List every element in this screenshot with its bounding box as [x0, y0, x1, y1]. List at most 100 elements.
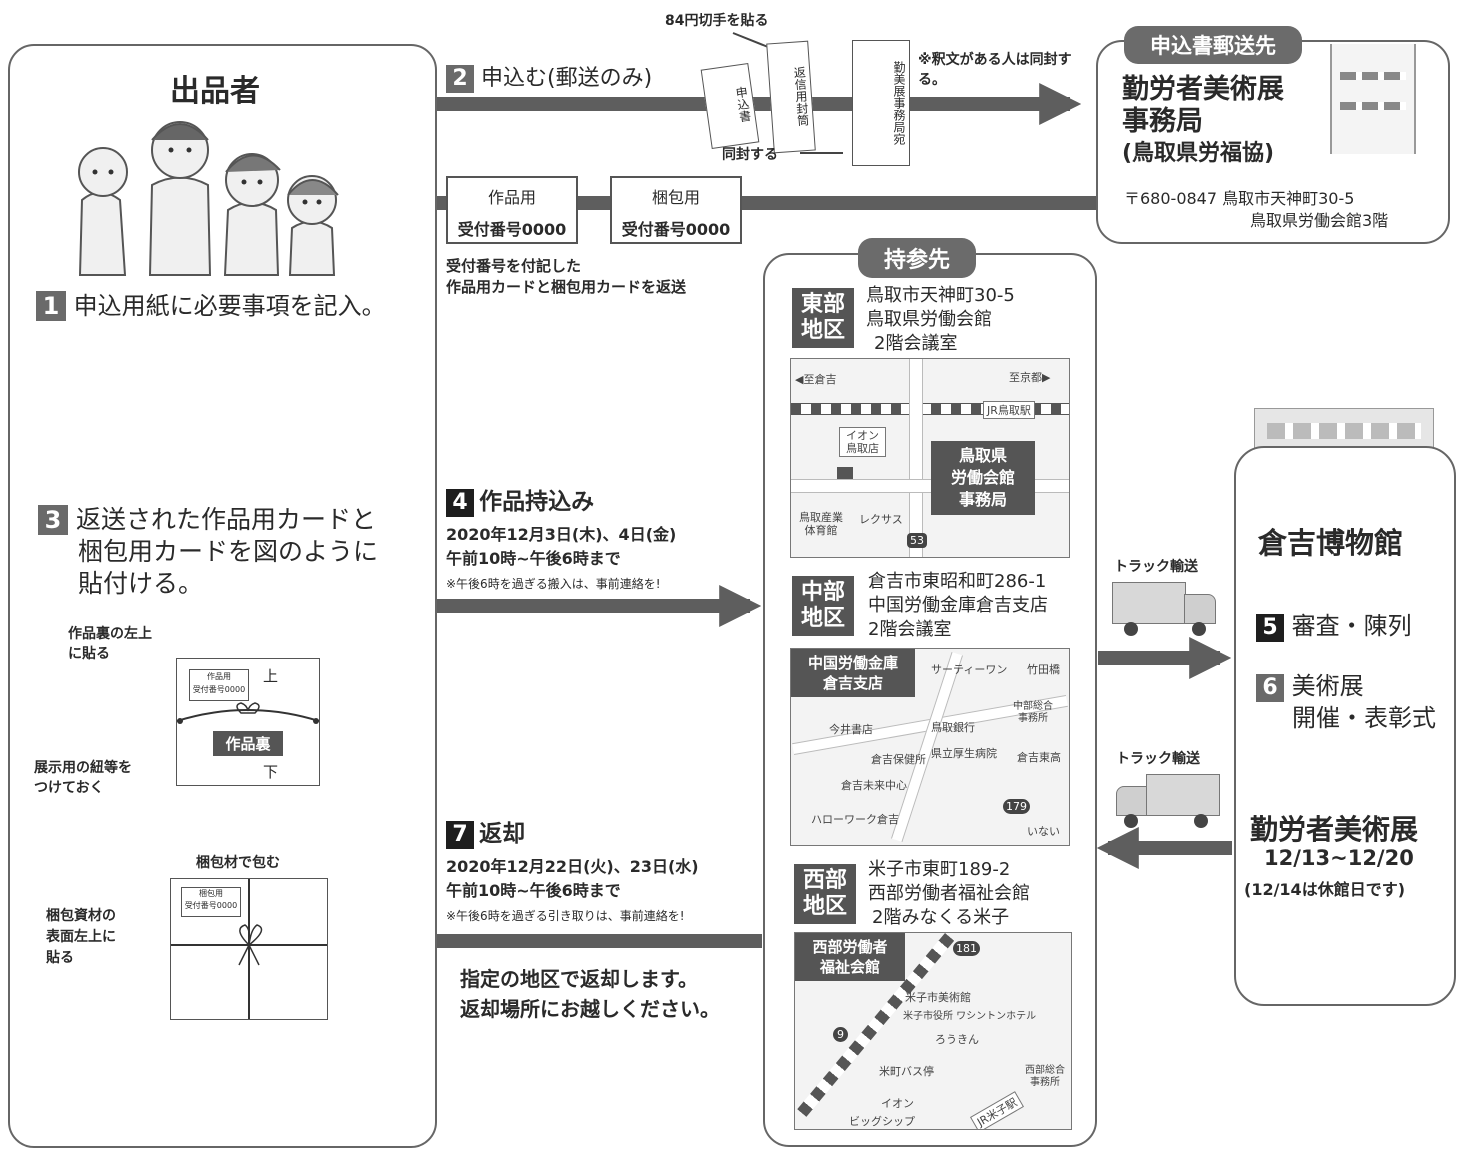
east-map-aeon: イオン鳥取店: [839, 427, 886, 457]
east-map-station: JR鳥取駅: [983, 401, 1035, 419]
step7-number: 7: [446, 821, 474, 849]
step6-text2: 開催・表彰式: [1292, 704, 1436, 732]
central-map-imai: 今井書店: [829, 723, 873, 736]
dropoff-tag: 持参先: [858, 238, 976, 278]
central-map-health: 倉吉保健所: [871, 753, 926, 766]
step7-note: ※午後6時を過ぎる引き取りは、事前連絡を!: [446, 909, 685, 923]
step7-instructions: 指定の地区で返却します。返却場所にお越しください。: [460, 967, 720, 1021]
central-map-31: サーティーワン: [931, 663, 1008, 676]
step4-note: ※午後6時を過ぎる搬入は、事前連絡を!: [446, 577, 661, 591]
west-map-route181: 181: [953, 941, 980, 956]
east-map-building: 鳥取県労働会館事務局: [931, 441, 1035, 515]
central-map-center: 倉吉未来中心: [841, 779, 907, 792]
truck-icon-2: [1116, 774, 1222, 834]
artwork-top-label: 上: [263, 667, 279, 685]
east-district-label: 東部地区: [792, 288, 854, 348]
artwork-return-card: 作品用 受付番号0000: [446, 176, 578, 244]
central-map-easths: 倉吉東高: [1017, 751, 1061, 764]
east-map-route53: 53: [907, 533, 927, 548]
truck-icon-1: [1112, 582, 1218, 640]
west-district-label: 西部地区: [794, 864, 856, 924]
west-map-bigship: ビッグシップ: [849, 1115, 915, 1128]
hanging-string: [177, 702, 319, 724]
step2: 2 申込む(郵送のみ): [446, 60, 652, 93]
stamp-pointer: [732, 32, 769, 48]
step3-line1: 返送された作品用カードと: [75, 505, 376, 534]
truck-label-2: トラック輸送: [1116, 751, 1200, 767]
west-map: 西部労働者福祉会館 181 米子市美術館 米子市役所 ワシントンホテル ろうきん…: [794, 932, 1072, 1130]
west-map-welfare: 西部総合事務所: [1025, 1065, 1065, 1088]
mail-destination-tag: 申込書郵送先: [1124, 26, 1302, 64]
central-map-hospital: 県立厚生病院: [931, 747, 997, 760]
office-building-icon: [1330, 44, 1416, 154]
east-map: ◀至倉吉 至京都▶ JR鳥取駅 イオン鳥取店 鳥取県労働会館事務局 鳥取産業体育…: [790, 358, 1070, 558]
west-map-bus: 米町バス停: [879, 1065, 934, 1078]
artwork-back-label: 作品裏: [213, 731, 283, 756]
central-map: 中国労働金庫倉吉支店 サーティーワン 竹田橋 中部総合事務所 今井書店 鳥取銀行…: [790, 648, 1070, 846]
step4-date: 2020年12月3日(木)、4日(金): [446, 525, 677, 544]
truck-label-1: トラック輸送: [1114, 559, 1198, 575]
west-map-route9: 9: [833, 1027, 848, 1042]
west-map-hall: 西部労働者福祉会館: [795, 933, 905, 981]
step4-time: 午前10時~午後6時まで: [446, 549, 621, 568]
step1-text: 申込用紙に必要事項を記入。: [73, 292, 386, 320]
central-map-bank: 中国労働金庫倉吉支店: [791, 649, 915, 697]
step3-line2: 梱包用カードを図のように: [78, 537, 379, 566]
artwork-card: 作品用受付番号0000: [189, 669, 249, 701]
step7-title: 返却: [479, 821, 526, 847]
central-map-route179: 179: [1003, 799, 1030, 814]
package-ribbon: [171, 879, 327, 1019]
artwork-label-topleft: 作品裏の左上に貼る: [68, 626, 152, 662]
enclose-note: 同封する: [722, 147, 778, 163]
central-map-takeda: 竹田橋: [1027, 663, 1060, 676]
artwork-back: 作品用受付番号0000 上 作品裏 下: [176, 658, 320, 786]
wrap-note: 梱包資材の表面左上に貼る: [46, 908, 116, 966]
step2-number: 2: [446, 65, 474, 93]
central-map-inaba: いない: [1027, 825, 1060, 838]
step4-title: 作品持込み: [479, 489, 595, 515]
wrap-card: 梱包用受付番号0000: [181, 887, 241, 917]
central-district-label: 中部地区: [792, 576, 854, 636]
west-map-aeon: イオン: [881, 1097, 914, 1110]
step5-number: 5: [1256, 614, 1284, 642]
exhibition-title: 勤労者美術展: [1250, 813, 1419, 846]
step3: 3 返送された作品用カードと 梱包用カードを図のように 貼付ける。: [38, 504, 378, 600]
mail-destination-address: 〒680-0847 鳥取市天神町30-5 鳥取県労働会館3階: [1124, 189, 1389, 230]
shakubun-note: ※釈文がある人は同封する。: [918, 52, 1072, 88]
step6: 6 美術展 開催・表彰式: [1256, 670, 1436, 734]
museum-panel: [1234, 446, 1456, 1006]
step4-number: 4: [446, 489, 474, 517]
mail-destination-name: 勤労者美術展 事務局 (鳥取県労福協): [1122, 74, 1284, 166]
step7-time: 午前10時~午後6時まで: [446, 881, 621, 900]
artwork-bottom-label: 下: [263, 763, 279, 781]
east-map-gym: 鳥取産業体育館: [799, 511, 843, 537]
central-map-hellowork: ハローワーク倉吉: [811, 813, 899, 826]
west-map-cityhall: 米子市役所 ワシントンホテル: [903, 1011, 1037, 1022]
east-map-lexus: レクサス: [859, 513, 903, 526]
step1-number: 1: [36, 291, 66, 321]
west-map-rousan: ろうきん: [935, 1033, 979, 1046]
step4: 4 作品持込み 2020年12月3日(木)、4日(金) 午前10時~午後6時まで…: [446, 482, 676, 592]
envelope-return: 返信用封筒: [766, 40, 816, 154]
step2-text: 申込む(郵送のみ): [481, 66, 653, 91]
step6-number: 6: [1256, 674, 1284, 702]
step6-text1: 美術展: [1291, 672, 1364, 700]
step1: 1 申込用紙に必要事項を記入。: [36, 286, 386, 321]
step3-number: 3: [38, 505, 68, 535]
return-cards-note: 受付番号を付記した作品用カードと梱包用カードを返送: [446, 257, 687, 296]
west-map-museum: 米子市美術館: [905, 991, 971, 1004]
stamp-note: 84円切手を貼る: [665, 13, 769, 29]
step5-text: 審査・陳列: [1291, 612, 1412, 640]
artwork-string-note: 展示用の紐等をつけておく: [34, 760, 132, 796]
step7-date: 2020年12月22日(火)、23日(水): [446, 857, 699, 876]
west-map-jr: JR米子駅: [969, 1091, 1024, 1129]
wrapped-package: 梱包用受付番号0000: [170, 878, 328, 1020]
museum-name: 倉吉博物館: [1258, 526, 1404, 560]
wrap-title: 梱包材で包む: [196, 855, 280, 871]
step3-line3: 貼付ける。: [78, 569, 204, 598]
east-map-right: 至京都▶: [1009, 371, 1051, 384]
central-map-tottoribank: 鳥取銀行: [931, 721, 975, 734]
